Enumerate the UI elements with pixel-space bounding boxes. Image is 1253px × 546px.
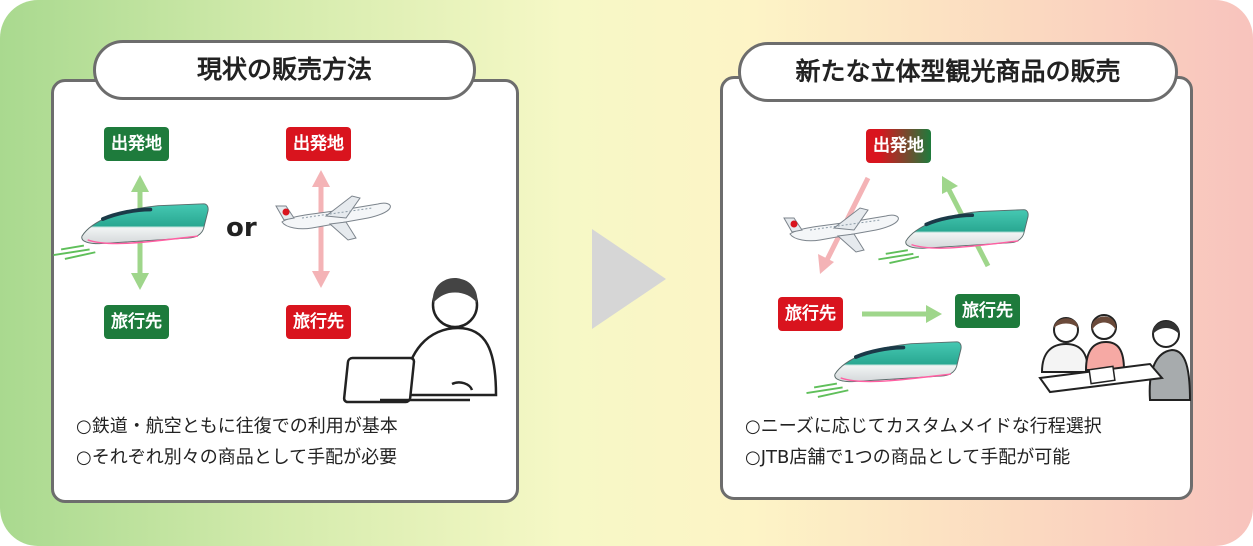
destination-green-tag: 旅行先 (955, 294, 1020, 328)
train-destination-tag: 旅行先 (104, 305, 169, 339)
right-triangle-arrow-icon (592, 229, 666, 329)
shinkansen-icon (51, 201, 211, 261)
or-label: or (226, 213, 257, 243)
plane-origin-tag: 出発地 (286, 127, 351, 161)
new-note-2: ○JTB店舗で1つの商品として手配が可能 (745, 447, 1071, 468)
origin-tag: 出発地 (866, 129, 931, 163)
destination-red-tag: 旅行先 (778, 297, 843, 331)
new-method-panel (720, 76, 1193, 500)
train-origin-tag: 出発地 (104, 127, 169, 161)
plane-roundtrip-arrow (312, 170, 330, 288)
current-note-1: ○鉄道・航空ともに往復での利用が基本 (76, 416, 398, 437)
plane-destination-tag: 旅行先 (286, 305, 351, 339)
consultation-group-icon (1038, 314, 1192, 401)
current-method-title: 現状の販売方法 (93, 40, 476, 100)
new-method-title: 新たな立体型観光商品の販売 (738, 42, 1178, 102)
shinkansen-icon (876, 207, 1031, 265)
train-transfer-arrow (862, 305, 942, 323)
current-note-2: ○それぞれ別々の商品として手配が必要 (76, 447, 398, 468)
airplane-icon (275, 195, 391, 241)
person-laptop-icon (342, 276, 498, 404)
airplane-icon (783, 207, 899, 253)
new-note-1: ○ニーズに応じてカスタムメイドな行程選択 (745, 416, 1102, 437)
shinkansen-icon (804, 339, 964, 399)
